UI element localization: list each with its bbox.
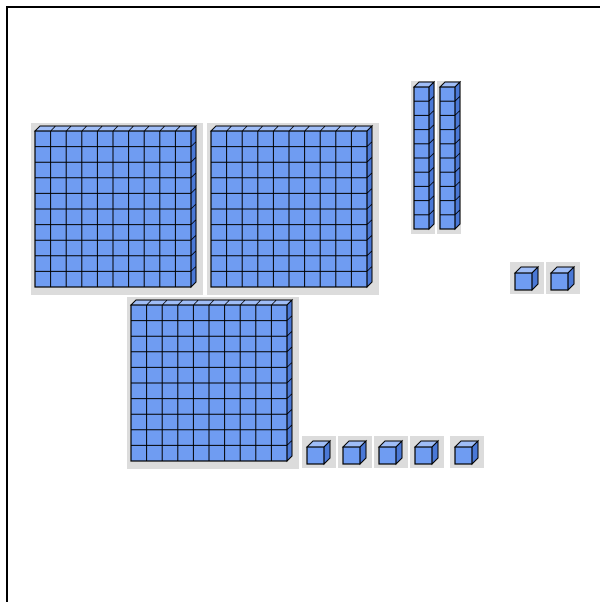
unit-cube-block[interactable] [410, 436, 444, 468]
unit-cube-block[interactable] [546, 262, 580, 294]
ten-rod-block[interactable] [411, 81, 435, 234]
hundred-flat-block[interactable] [207, 123, 379, 295]
ten-rod-block[interactable] [437, 81, 461, 234]
unit-cube-block[interactable] [510, 262, 544, 294]
unit-cube-block[interactable] [374, 436, 408, 468]
hundred-flat-block[interactable] [127, 297, 299, 469]
unit-cube-block[interactable] [338, 436, 372, 468]
unit-cube-block[interactable] [302, 436, 336, 468]
hundred-flat-block[interactable] [31, 123, 203, 295]
unit-cube-block[interactable] [450, 436, 484, 468]
